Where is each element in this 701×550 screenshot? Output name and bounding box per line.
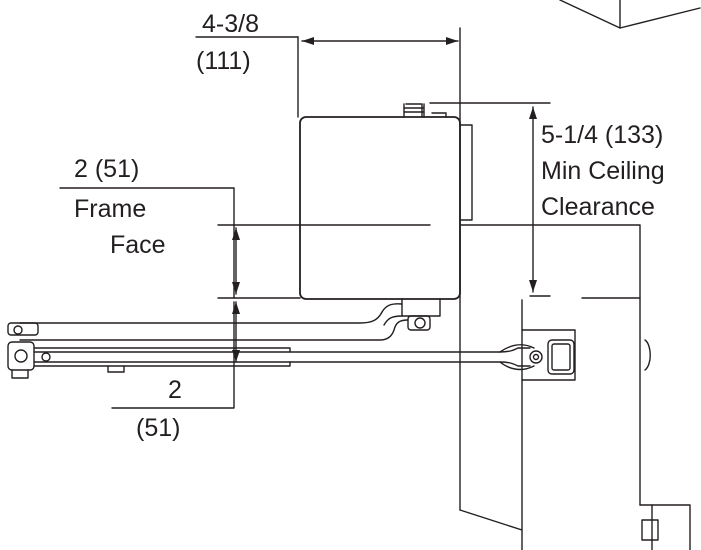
arm-hub	[401, 298, 441, 331]
dim-frame-face	[59, 187, 431, 299]
dim-width	[195, 36, 459, 118]
closer-body	[299, 103, 473, 300]
arm-drop-value-label: 2	[168, 376, 182, 404]
arm-drop-metric-label: (51)	[136, 414, 181, 442]
width-fraction-label: 4-3/8	[202, 10, 259, 38]
dim-ceiling	[429, 102, 551, 297]
frame-face-value-label: 2 (51)	[74, 155, 140, 183]
ceiling-value-label: 5-1/4 (133)	[541, 121, 664, 149]
width-metric-label: (111)	[196, 47, 251, 75]
ceiling-line1-label: Min Ceiling	[541, 157, 665, 185]
forearm	[33, 339, 575, 375]
door-frame	[459, 27, 691, 550]
frame-face-line2-label: Face	[110, 231, 166, 259]
header-box-corner	[559, 0, 701, 29]
ceiling-line2-label: Clearance	[541, 193, 655, 221]
frame-face-line1-label: Frame	[74, 195, 147, 223]
dim-arm-drop	[111, 301, 240, 409]
main-arm	[7, 303, 409, 379]
